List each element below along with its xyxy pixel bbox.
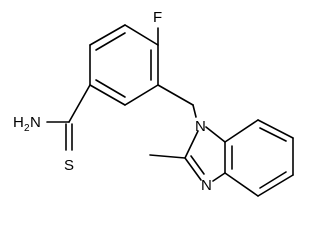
bond-c2-c3 bbox=[124, 24, 159, 46]
bond-ch2-n1 bbox=[192, 104, 197, 118]
atom-label-amine-n: N bbox=[30, 114, 41, 131]
bond-c5r-c4r-inner bbox=[259, 171, 287, 189]
benzene-ring-left bbox=[89, 24, 159, 106]
bond-c4-c5 bbox=[124, 84, 159, 106]
benzene-ring-right bbox=[224, 119, 294, 197]
bond-n1-c7a bbox=[205, 126, 226, 143]
bond-c4-ch2 bbox=[157, 84, 194, 106]
bond-c6-cthio bbox=[68, 84, 91, 123]
bond-c7a-c7 bbox=[224, 119, 259, 143]
bond-c2-n1 bbox=[184, 130, 199, 159]
bond-c7-c6r-inner bbox=[259, 127, 287, 142]
bond-n3-c2-double bbox=[190, 155, 205, 175]
bond-c7-c6r bbox=[257, 119, 294, 139]
atom-label-amine-h: H bbox=[13, 114, 24, 131]
structure-canvas: F H 2 N S N N bbox=[13, 9, 294, 197]
bond-c5r-c4r bbox=[257, 174, 294, 197]
atom-label-fluorine: F bbox=[153, 9, 162, 26]
bond-c1-c2 bbox=[89, 24, 126, 46]
bond-c1-c2-inner bbox=[95, 32, 126, 51]
atom-label-amine-subscript: 2 bbox=[24, 123, 30, 134]
bond-c2-methyl bbox=[149, 154, 186, 159]
bond-c5-c6 bbox=[89, 84, 126, 106]
bond-c4r-c3a bbox=[224, 172, 259, 197]
bond-n3-c2 bbox=[184, 157, 202, 181]
atom-label-imidazole-n3: N bbox=[201, 177, 212, 194]
molecule-diagram: F H 2 N S N N bbox=[13, 9, 294, 197]
bond-c3a-n3 bbox=[212, 172, 226, 182]
bond-c5-c6-inner bbox=[95, 79, 126, 98]
atom-label-imidazole-n1: N bbox=[195, 118, 206, 135]
atom-label-thione-s: S bbox=[64, 157, 74, 174]
imidazole-ring bbox=[184, 126, 226, 182]
